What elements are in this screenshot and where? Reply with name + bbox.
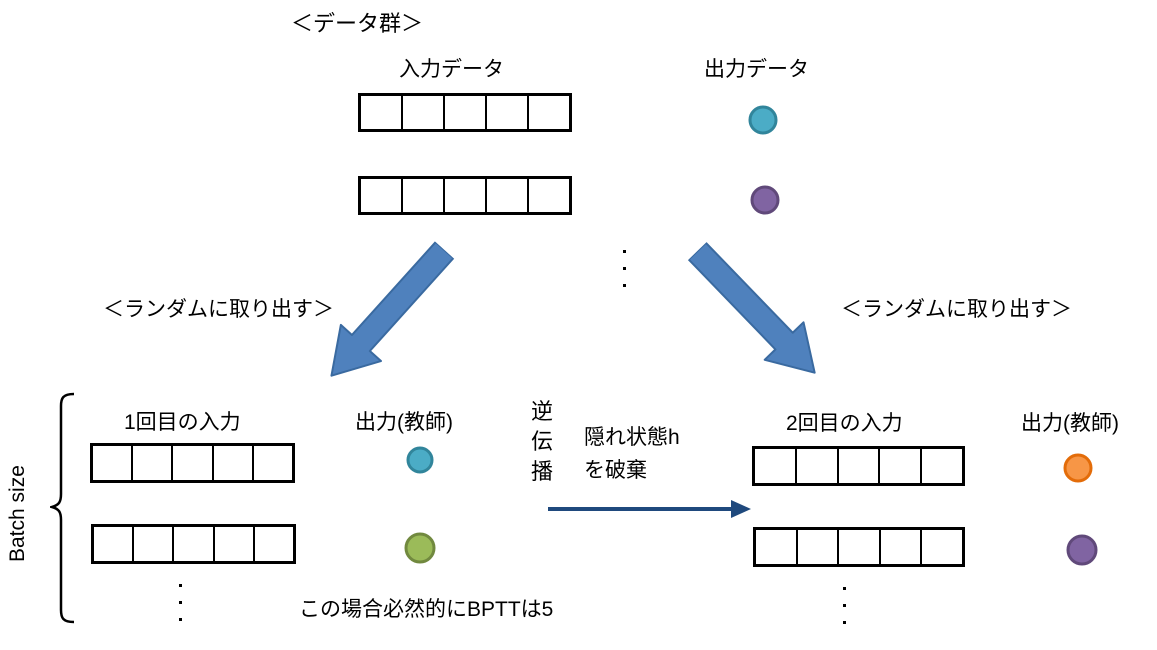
batch1-input-grid-2 [91,524,296,564]
batch2-teacher-dot-orange [1063,453,1093,483]
grid-cell [837,530,879,564]
batch1-teacher-dot-green [404,532,436,564]
grid-cell [361,96,401,129]
grid-cell [485,179,527,212]
grid-cell [920,449,962,483]
random-pick-arrow-left [330,241,455,377]
grid-cell [443,179,485,212]
input-data-label: 入力データ [399,58,504,81]
batch2-teacher-label: 出力(教師) [1021,412,1119,435]
grid-cell [251,446,292,480]
grid-cell [878,449,920,483]
batch1-input-grid-1 [90,443,295,483]
grid-cell [132,527,172,561]
grid-cell [93,446,131,480]
batch2-input-grid-1 [752,446,965,486]
grid-cell [212,527,253,561]
random-pick-label-left: ＜ランダムに取り出す＞ [103,298,334,321]
vertical-ellipsis-bottom-left [179,584,182,621]
grid-cell [172,527,212,561]
grid-cell [94,527,132,561]
batch1-teacher-label: 出力(教師) [355,411,453,434]
grid-cell [795,530,838,564]
input-sequence-grid-top-2 [358,176,572,215]
next-batch-arrow [548,500,751,518]
batch1-input-label: 1回目の入力 [124,411,241,434]
grid-cell [920,530,962,564]
batch-size-label: Batch size [6,465,29,562]
grid-cell [756,530,796,564]
vertical-ellipsis-top [623,250,626,287]
grid-cell [361,179,401,212]
output-dot-teal-top [748,105,778,135]
grid-cell [755,449,795,483]
grid-cell [836,449,879,483]
grid-cell [401,179,443,212]
bptt-note: この場合必然的にBPTTは5 [299,598,554,621]
grid-cell [527,96,569,129]
backprop-label: 逆 伝 播 [531,399,554,484]
grid-cell [443,96,485,129]
hidden-state-note: 隠れ状態h を破棄 [584,426,680,482]
output-data-label: 出力データ [704,58,809,81]
grid-cell [401,96,443,129]
random-pick-label-right: ＜ランダムに取り出す＞ [841,298,1072,321]
grid-cell [252,527,293,561]
random-pick-arrow-right [687,241,816,374]
batch2-teacher-dot-purple [1066,534,1098,566]
batch2-input-label: 2回目の入力 [786,412,903,435]
input-sequence-grid-top-1 [358,93,572,132]
grid-cell [527,179,569,212]
grid-cell [131,446,171,480]
batch-size-brace [50,392,75,624]
grid-cell [794,449,837,483]
data-group-title: ＜データ群＞ [291,11,424,36]
grid-cell [171,446,211,480]
grid-cell [485,96,527,129]
batch1-teacher-dot-teal [406,446,434,474]
vertical-ellipsis-bottom-right [843,587,846,624]
grid-cell [878,530,921,564]
output-dot-purple-top [750,185,780,215]
grid-cell [211,446,252,480]
batch2-input-grid-2 [753,527,965,567]
